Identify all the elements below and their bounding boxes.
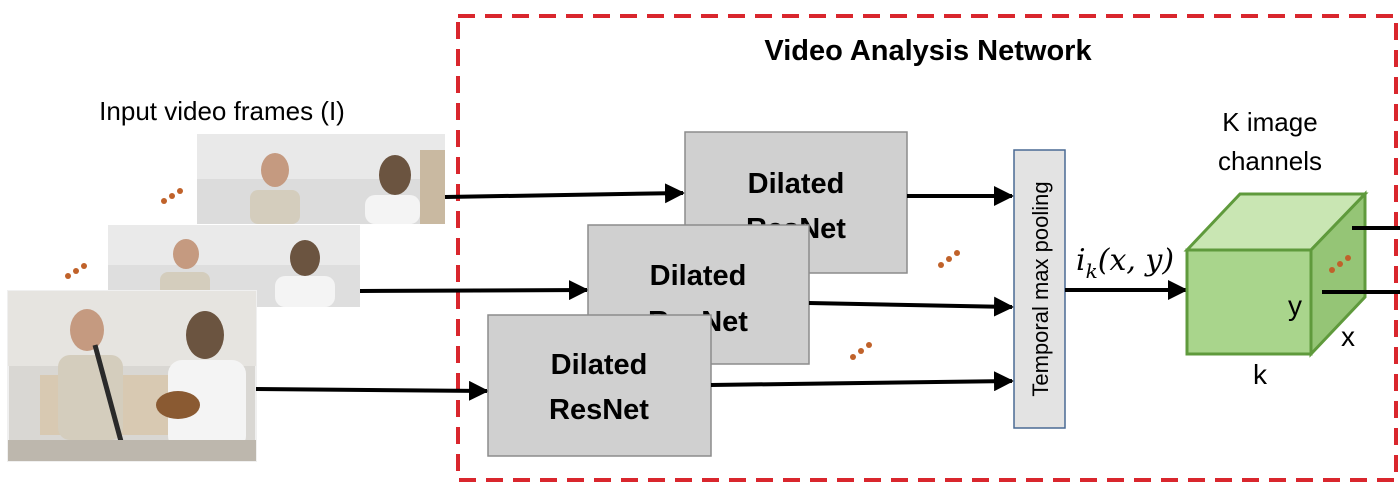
input-frames-label: Input video frames (I): [99, 96, 345, 126]
frames-ellipsis-bottom: [65, 263, 87, 279]
network-title: Video Analysis Network: [764, 35, 1092, 67]
arrow-frame-back-to-resnet: [444, 183, 685, 204]
temporal-max-pooling: Temporal max pooling: [1013, 149, 1066, 429]
channels-label-line2: channels: [1218, 146, 1322, 176]
frames-ellipsis-top: [161, 188, 183, 204]
video-frame-front: [7, 290, 257, 462]
arrow-frame-front-to-resnet: [255, 380, 489, 401]
feature-map-label: ik(x, y): [1076, 243, 1174, 283]
channels-label-line1: K image: [1222, 107, 1317, 137]
cube-axis-y: y: [1288, 290, 1302, 321]
resnet-block-back-line1: Dilated: [748, 168, 845, 200]
resnet-block-front: Dilated ResNet: [487, 314, 712, 457]
pooling-label: Temporal max pooling: [1028, 181, 1053, 396]
resnet-ellipsis-lower: [850, 342, 872, 360]
cube-axis-x: x: [1341, 321, 1355, 352]
arrow-resnet-front-to-pooling: [710, 371, 1014, 392]
resnet-block-middle-line1: Dilated: [650, 260, 747, 292]
image-channels-cube: [1183, 190, 1369, 358]
resnet-block-front-line1: Dilated: [551, 349, 648, 381]
video-frame-back: [197, 134, 445, 224]
resnet-ellipsis-upper: [938, 250, 960, 268]
cube-ellipsis: [1329, 255, 1351, 273]
arrow-frame-middle-to-resnet: [359, 280, 589, 301]
arrow-resnet-middle-to-pooling: [808, 296, 1014, 317]
resnet-block-front-line2: ResNet: [549, 394, 649, 426]
video-frame-middle: [108, 225, 360, 307]
network-boundary: [456, 14, 1398, 482]
cube-axis-k: k: [1253, 359, 1268, 390]
